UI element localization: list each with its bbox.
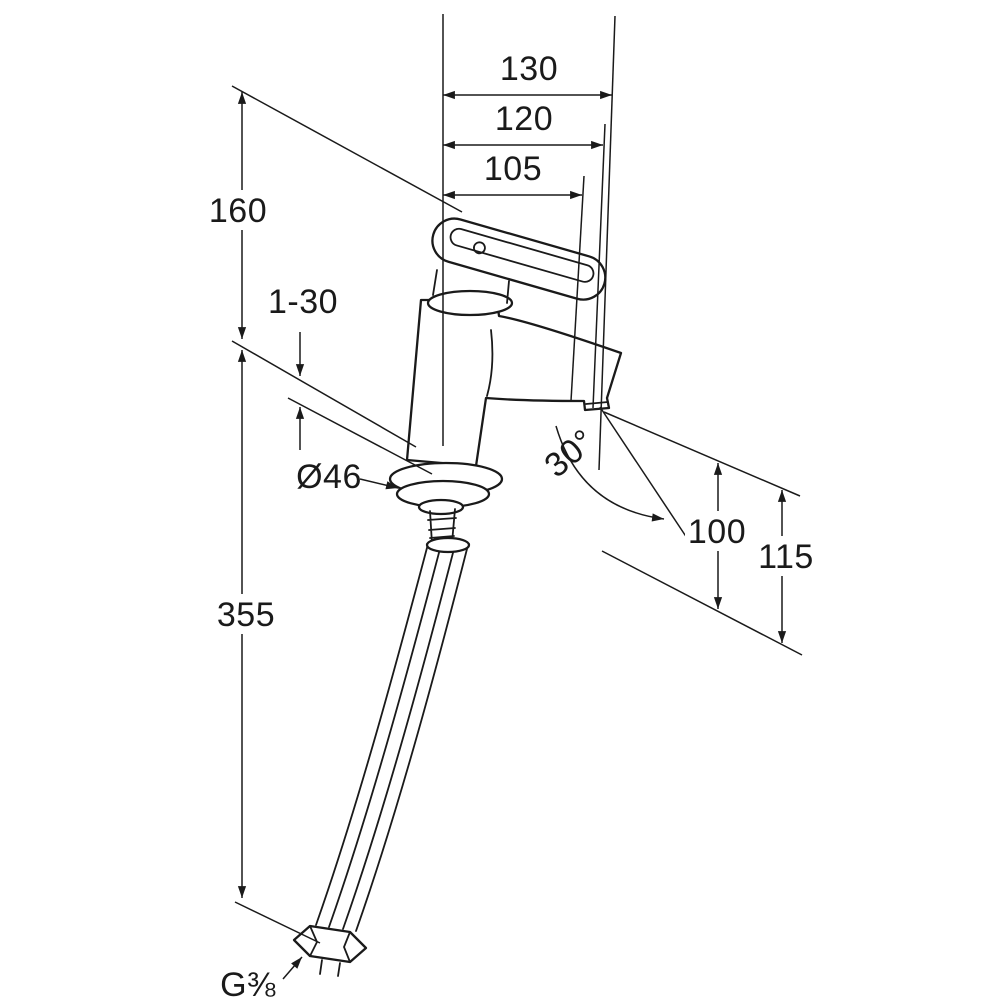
- fixing-stud: [427, 508, 457, 545]
- dim-label-dia46: Ø46: [296, 458, 362, 496]
- dim-label-105: 105: [484, 150, 542, 188]
- faucet-body-spout: [405, 298, 623, 468]
- ext-line-160-top: [231, 85, 463, 213]
- base-step: [417, 498, 465, 516]
- handle-indicator-dot: [473, 241, 486, 255]
- angle-arc-30: [555, 425, 665, 522]
- neck-left-line: [432, 269, 438, 296]
- ext-line-120: [592, 123, 606, 409]
- hose-1: [315, 543, 442, 928]
- ext-line-deck-top: [231, 340, 417, 448]
- leader-arrow-dia46: [359, 478, 399, 490]
- label-bg-115: [753, 536, 819, 576]
- label-bg-355: [213, 594, 279, 634]
- ext-line-deck-bottom: [287, 397, 433, 475]
- ext-line-outlet: [603, 411, 801, 497]
- angle-ray: [599, 406, 688, 539]
- thread-label-g38: G⅜: [220, 966, 276, 1000]
- faucet-outline-group: [292, 217, 623, 977]
- hose-2: [342, 544, 469, 932]
- ext-line-105: [570, 175, 585, 402]
- aerator-detail: [585, 401, 609, 405]
- dim-label-100: 100: [688, 513, 746, 551]
- spout-junction-line: [486, 329, 494, 397]
- dimension-labels: 130 120 105 160 1-30 Ø46 355 30° 100 115…: [205, 50, 819, 1000]
- lever-handle: [431, 217, 607, 301]
- label-bg-100: [685, 511, 751, 551]
- extension-lines: [231, 14, 803, 944]
- dim-label-130: 130: [500, 50, 558, 88]
- angle-label-30: 30°: [537, 422, 602, 485]
- label-bg-160: [205, 190, 271, 230]
- handle-collar: [426, 289, 514, 317]
- neck-right-line: [506, 280, 510, 304]
- leader-arrow-g38: [282, 956, 303, 980]
- dim-label-120: 120: [495, 100, 553, 138]
- ext-line-deck-right: [601, 550, 803, 656]
- ext-line-130: [598, 15, 616, 471]
- hose-connector: [425, 536, 471, 554]
- dim-label-355: 355: [217, 596, 275, 634]
- ext-line-355-bottom: [234, 901, 321, 944]
- dim-label-160: 160: [209, 192, 267, 230]
- dim-label-115: 115: [758, 538, 814, 576]
- dim-label-1-30: 1-30: [268, 283, 338, 321]
